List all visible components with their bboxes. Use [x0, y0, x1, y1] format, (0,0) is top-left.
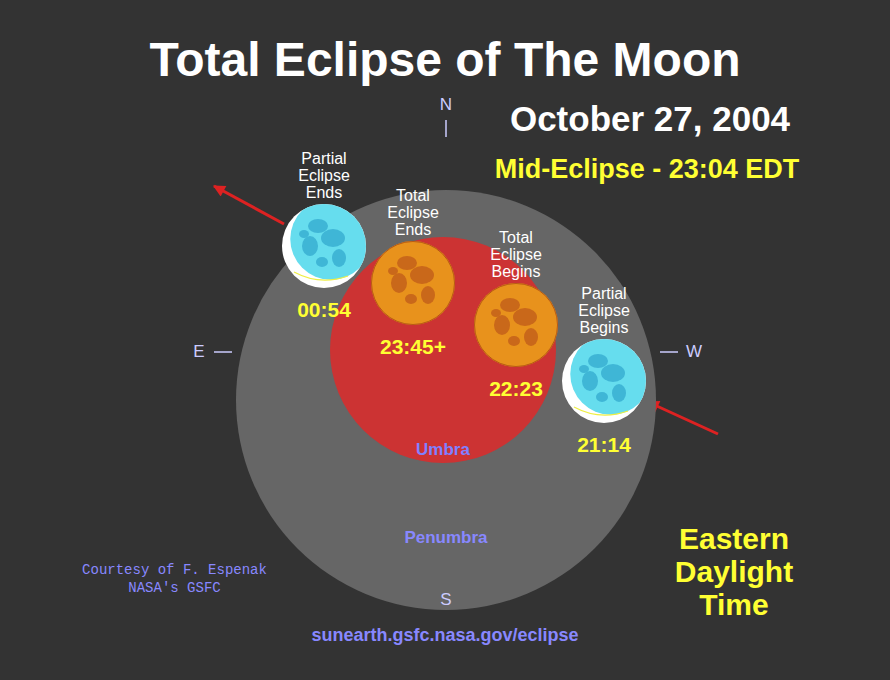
moon-mare — [601, 364, 625, 382]
moon-outline — [372, 242, 455, 325]
moon-mare — [405, 294, 417, 304]
moon-disc — [371, 241, 455, 325]
date-label: October 27, 2004 — [500, 101, 800, 136]
event-time: 22:23 — [471, 377, 561, 401]
label-slot: W — [679, 342, 709, 362]
moon-mare — [397, 256, 417, 270]
text-slot: Partial Eclipse Begins — [569, 285, 639, 336]
moon-disc — [474, 283, 558, 367]
moon-mare — [391, 273, 407, 293]
moon-shadow — [570, 333, 651, 414]
moon-mare — [302, 236, 318, 256]
moon-total: Total Eclipse Begins22:23 — [474, 283, 558, 367]
motion-arrow — [648, 402, 718, 434]
event-time: 21:14 — [559, 433, 649, 457]
compass-letter: N — [431, 95, 461, 115]
moon-crescent-line — [574, 407, 628, 415]
motion-arrow — [214, 186, 284, 224]
compass-tick — [445, 120, 447, 137]
text-slot: Umbra — [330, 440, 556, 460]
text-slot: Total Eclipse Begins — [481, 229, 551, 280]
label-slot: S — [431, 590, 461, 610]
moon-mare — [582, 371, 598, 391]
moon-outline — [475, 284, 558, 367]
moon-mare — [308, 219, 328, 233]
moon-mare — [299, 230, 309, 238]
moon-mare — [579, 365, 589, 373]
shape-outline — [282, 204, 366, 288]
label-slot: sunearth.gsfc.nasa.gov/eclipse — [245, 626, 645, 644]
text-slot: 21:14 — [559, 433, 649, 457]
text-slot: Total Eclipse Ends — [378, 187, 448, 238]
moon-shadow — [290, 198, 371, 279]
region-disc — [236, 190, 656, 610]
event-time: 00:54 — [279, 298, 369, 322]
moon-mare — [316, 257, 328, 267]
time-zone-note: Eastern Daylight Time — [659, 522, 809, 621]
label-slot: October 27, 2004 — [500, 101, 800, 136]
moon-mare — [500, 298, 520, 312]
moon-mare — [508, 336, 520, 346]
moon-mare — [494, 315, 510, 335]
compass-tick — [660, 351, 678, 353]
moon-mare — [513, 308, 537, 326]
compass-letter: E — [184, 342, 214, 362]
moon-mare — [524, 328, 538, 346]
text-slot: 22:23 — [471, 377, 561, 401]
shape-outline — [474, 283, 558, 367]
moon-mare — [321, 229, 345, 247]
moon-mare — [612, 384, 626, 402]
text-slot: Penumbra — [236, 528, 656, 548]
event-label: Partial Eclipse Ends — [289, 150, 359, 201]
label-slot: E — [184, 342, 214, 362]
shape-outline — [371, 241, 455, 325]
text-slot: 00:54 — [279, 298, 369, 322]
compass-tick — [214, 351, 232, 353]
url-note: sunearth.gsfc.nasa.gov/eclipse — [245, 626, 645, 644]
moon-mare — [410, 266, 434, 284]
label-slot: Courtesy of F. Espenak NASA's GSFC — [77, 561, 272, 597]
event-label: Partial Eclipse Begins — [569, 285, 639, 336]
moon-mare — [596, 392, 608, 402]
title-slot: Total Eclipse of The Moon — [0, 36, 890, 84]
penumbra-region: PenumbraUmbraTotal Eclipse Ends23:45+Tot… — [236, 190, 656, 610]
credit-note: Courtesy of F. Espenak NASA's GSFC — [77, 561, 272, 597]
moon-mare — [588, 354, 608, 368]
label-slot: N — [431, 95, 461, 115]
region-label: Umbra — [330, 440, 556, 460]
moon-mare — [421, 286, 435, 304]
title-text: Total Eclipse of The Moon — [0, 36, 890, 84]
moon-total: Total Eclipse Ends23:45+ — [371, 241, 455, 325]
umbra-region: Umbra Total Eclipse Ends23:45+Total Eclip… — [330, 237, 556, 463]
moon-mare — [332, 249, 346, 267]
region-label: Penumbra — [236, 528, 656, 548]
compass-letter: S — [431, 590, 461, 610]
shape-outline — [562, 339, 646, 423]
moon-mare — [388, 267, 398, 275]
text-slot: Partial Eclipse Ends — [289, 150, 359, 201]
event-time: 23:45+ — [368, 335, 458, 359]
moon-partial: Partial Eclipse Begins21:14 — [562, 339, 646, 423]
label-slot: Mid-Eclipse - 23:04 EDT — [477, 156, 817, 183]
mid-eclipse-label: Mid-Eclipse - 23:04 EDT — [477, 156, 817, 183]
moon-crescent-line — [294, 272, 348, 280]
compass-letter: W — [679, 342, 709, 362]
event-label: Total Eclipse Ends — [378, 187, 448, 238]
label-slot: Eastern Daylight Time — [659, 522, 809, 621]
moon-mare — [491, 309, 501, 317]
moon-partial: Partial Eclipse Ends00:54 — [282, 204, 366, 288]
event-label: Total Eclipse Begins — [481, 229, 551, 280]
text-slot: 23:45+ — [368, 335, 458, 359]
